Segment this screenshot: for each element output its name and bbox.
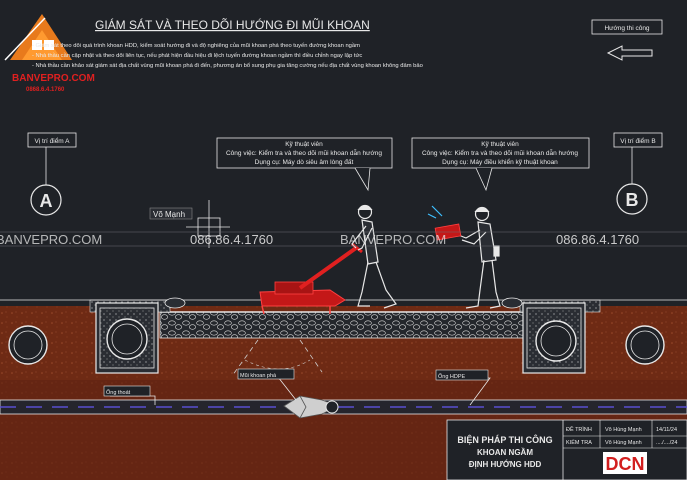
page-title: GIÁM SÁT VÀ THEO DÕI HƯỚNG ĐI MŨI KHOAN	[95, 17, 370, 32]
drain-pipe-far-right	[625, 325, 665, 365]
note-1: - Giám sát theo dõi quá trình khoan HDD,…	[32, 42, 360, 49]
ultrasonic-locator-device	[259, 242, 363, 315]
dcn-logo: DCN	[603, 452, 647, 474]
construction-direction: Hướng thi công	[591, 19, 663, 61]
row1-role: ĐỀ TRÌNH	[566, 426, 592, 433]
technician-left	[351, 204, 397, 309]
callout-technician-left: Kỹ thuật viên Công việc: Kiểm tra và the…	[216, 137, 393, 192]
company-logo-text: DCN	[606, 454, 645, 474]
reamer-drill-head	[283, 395, 339, 419]
title-block: BIỆN PHÁP THI CÔNG KHOAN NGẦM ĐỊNH HƯỚNG…	[446, 419, 687, 480]
watermark-phone-1: 086.86.4.1760	[190, 232, 273, 247]
logo-brand: BANVEPRO.COM	[12, 73, 95, 84]
label-mui-khoan: Mũi khoan phá	[240, 373, 277, 379]
tech-right-job: Công việc: Kiểm tra và theo dõi mũi khoa…	[422, 148, 578, 157]
logo-phone: 0868.6.4.1760	[26, 87, 65, 93]
title-block-line1: BIỆN PHÁP THI CÔNG	[457, 434, 552, 445]
tech-left-tool: Dụng cụ: Máy dò siêu âm lòng đất	[255, 157, 354, 166]
tech-left-job: Công việc: Kiểm tra và theo dõi mũi khoa…	[226, 148, 382, 157]
row2-role: KIỂM TRA	[566, 439, 592, 446]
arrow-left-icon	[606, 45, 653, 61]
label-ong-thoat: Ống thoát	[106, 389, 131, 396]
note-2: - Nhà thầu cần cập nhật và theo dõi liên…	[32, 52, 362, 59]
callout-technician-right: Kỹ thuật viên Công việc: Kiểm tra và the…	[411, 137, 590, 192]
hdpe-pipe	[0, 399, 687, 415]
drain-box-left	[95, 302, 159, 374]
tech-left-title: Kỹ thuật viên	[285, 141, 323, 148]
point-a-label: Vị trí điểm A	[34, 137, 70, 145]
label-ong-hdpe: Ống HDPE	[438, 373, 466, 380]
tech-right-title: Kỹ thuật viên	[481, 141, 519, 148]
direction-label: Hướng thi công	[604, 25, 649, 32]
signature-text: Võ Mạnh	[153, 210, 185, 219]
drain-box-right	[522, 302, 586, 374]
row1-date: 14/11/24	[656, 427, 677, 433]
row2-name: Võ Hùng Mạnh	[605, 440, 642, 446]
point-b-letter: B	[626, 190, 639, 210]
point-a-letter: A	[40, 191, 53, 211]
point-b-marker: Vị trí điểm B B	[613, 132, 663, 215]
technician-right	[455, 206, 501, 309]
survey-marker	[186, 200, 230, 248]
point-b-label: Vị trí điểm B	[620, 137, 655, 145]
row2-date: ..../..../24	[656, 440, 677, 446]
row1-name: Võ Hùng Mạnh	[605, 427, 642, 433]
title-block-line2: KHOAN NGẦM	[477, 447, 533, 457]
banvepro-logo: BANVEPRO.COM 0868.6.4.1760	[4, 14, 95, 93]
tech-right-tool: Dụng cụ: Máy điều khiển kỹ thuật khoan	[442, 157, 558, 166]
drain-pipe-far-left	[8, 325, 48, 365]
road-gravel-layer	[159, 311, 531, 339]
point-a-marker: Vị trí điểm A A	[27, 132, 77, 216]
watermark-site-center: BANVEPRO.COM	[340, 232, 446, 247]
note-3: - Nhà thầu cần khảo sát giám sát địa chấ…	[32, 62, 423, 69]
watermark-phone-2: 086.86.4.1760	[556, 232, 639, 247]
watermark-site-left: BANVEPRO.COM	[0, 232, 102, 247]
title-block-line3: ĐỊNH HƯỚNG HDD	[469, 460, 542, 469]
